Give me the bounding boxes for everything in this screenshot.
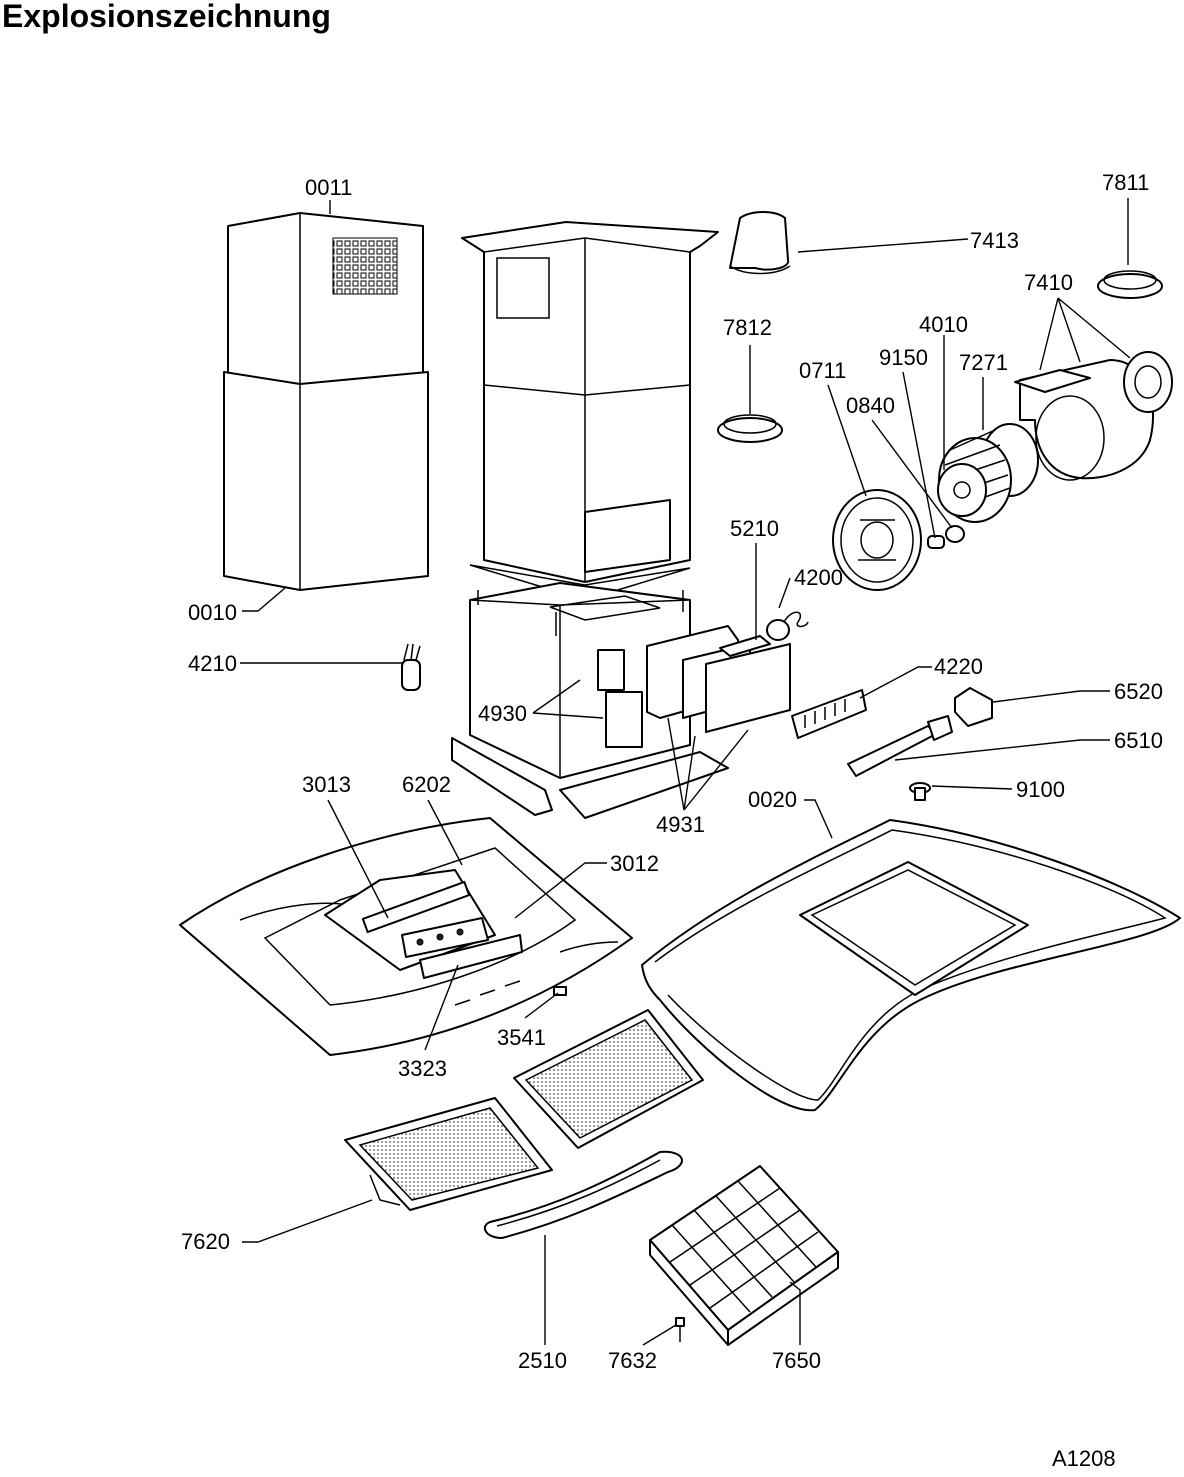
label-6202: 6202 <box>402 772 451 797</box>
label-9150: 9150 <box>879 345 928 370</box>
grease-filter-left <box>344 1097 553 1211</box>
label-7632: 7632 <box>608 1348 657 1373</box>
capacitor-4210 <box>401 643 421 691</box>
label-4210: 4210 <box>188 651 237 676</box>
label-7410: 7410 <box>1024 270 1073 295</box>
duct-adapter-7413 <box>729 211 791 275</box>
screw-7632 <box>675 1317 685 1342</box>
label-9100: 9100 <box>1016 777 1065 802</box>
part-labels: 0011 0010 4210 7413 7811 7410 7812 4010 … <box>181 170 1163 1373</box>
label-2510: 2510 <box>518 1348 567 1373</box>
label-4200: 4200 <box>794 565 843 590</box>
hood-base-panel <box>179 817 633 1056</box>
nut-0840 <box>945 525 965 543</box>
grease-filter-right <box>513 1009 704 1149</box>
label-5210: 5210 <box>730 516 779 541</box>
label-6510: 6510 <box>1114 728 1163 753</box>
label-0010: 0010 <box>188 600 237 625</box>
inner-chimney-frame <box>461 221 719 601</box>
label-0011: 0011 <box>305 175 352 200</box>
label-3541: 3541 <box>497 1025 546 1050</box>
label-7812: 7812 <box>723 315 772 340</box>
bushing-9150 <box>927 535 945 549</box>
lamp-tube <box>847 715 953 777</box>
chimney-cover-upper <box>227 212 424 385</box>
label-4010: 4010 <box>919 312 968 337</box>
label-0840: 0840 <box>846 393 895 418</box>
fan-impeller <box>937 423 1039 523</box>
label-7620: 7620 <box>181 1229 230 1254</box>
label-3013: 3013 <box>302 772 351 797</box>
label-3323: 3323 <box>398 1056 447 1081</box>
seal-strip <box>483 1150 683 1239</box>
blower-housing <box>1014 351 1173 481</box>
label-7413: 7413 <box>970 228 1019 253</box>
label-4930: 4930 <box>478 701 527 726</box>
label-3012: 3012 <box>610 851 659 876</box>
ring-7811 <box>1097 270 1163 299</box>
capacitor-4200 <box>766 611 809 641</box>
label-4931: 4931 <box>656 812 705 837</box>
page-title: Explosionszeichnung <box>2 0 331 34</box>
electronic-modules <box>597 625 791 748</box>
label-0711: 0711 <box>799 358 846 383</box>
lamp-holder <box>954 687 993 727</box>
drawing-id-label: A1208 <box>1052 1446 1116 1471</box>
label-6520: 6520 <box>1114 679 1163 704</box>
ring-7812 <box>717 414 783 443</box>
label-4220: 4220 <box>934 654 983 679</box>
switch-strip <box>791 689 867 739</box>
glass-canopy <box>641 819 1181 1112</box>
carbon-filter <box>649 1165 839 1346</box>
bulb-9100 <box>909 782 931 801</box>
label-7271: 7271 <box>959 350 1008 375</box>
chimney-cover-lower <box>223 371 429 591</box>
leader-lines <box>240 198 1131 1346</box>
label-0020: 0020 <box>748 787 797 812</box>
label-7650: 7650 <box>772 1348 821 1373</box>
label-7811: 7811 <box>1102 170 1149 195</box>
motor-flange <box>832 489 922 591</box>
